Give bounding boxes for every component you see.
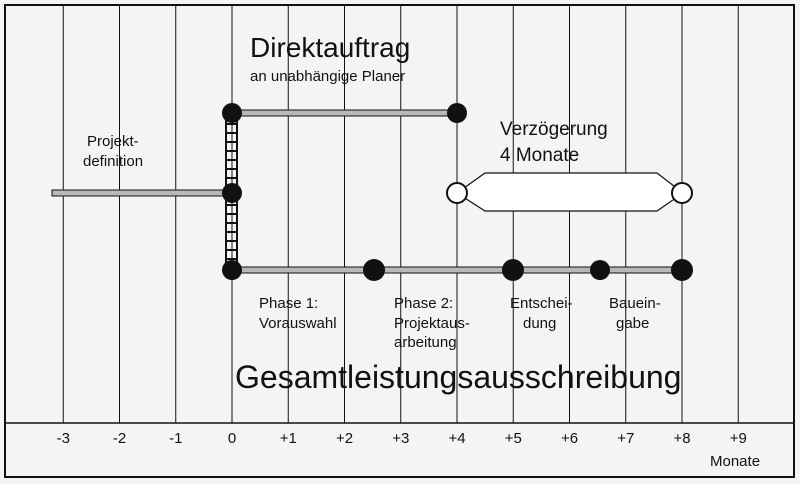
entscheidung-line2: dung xyxy=(523,315,556,332)
projekt-label-line2: definition xyxy=(83,153,143,170)
direktauftrag-bar xyxy=(231,109,458,117)
delay-arrow xyxy=(455,172,685,212)
milestone-dot xyxy=(222,183,242,203)
projektdefinition-bar xyxy=(51,189,233,197)
axis-tick-label: +9 xyxy=(730,430,747,447)
delay-end-circle xyxy=(671,182,693,204)
gesamtleistung-bar xyxy=(231,266,683,274)
subtitle-direktauftrag: an unabhängige Planer xyxy=(250,68,405,85)
milestone-dot xyxy=(590,260,610,280)
axis-tick-label: +3 xyxy=(392,430,409,447)
phase2-line2: Projektaus- xyxy=(394,315,470,332)
milestone-dot xyxy=(222,260,242,280)
baueingabe-line2: gabe xyxy=(616,315,649,332)
title-gesamtleistung: Gesamtleistungsausschreibung xyxy=(235,359,681,395)
axis-tick-label: +2 xyxy=(336,430,353,447)
delay-label-line1: Verzögerung xyxy=(500,119,608,140)
milestone-dot xyxy=(447,103,467,123)
milestone-dot xyxy=(222,103,242,123)
phase1-line1: Phase 1: xyxy=(259,295,318,312)
axis-tick-labels: -3 -2 -1 0 +1 +2 +3 +4 +5 +6 +7 +8 +9 xyxy=(57,430,747,447)
axis-tick-label: -2 xyxy=(113,430,126,447)
axis-tick-label: +7 xyxy=(617,430,634,447)
phase2-line3: arbeitung xyxy=(394,334,457,351)
baueingabe-line1: Bauein- xyxy=(609,295,661,312)
phase2-line1: Phase 2: xyxy=(394,295,453,312)
axis-tick-label: +5 xyxy=(505,430,522,447)
milestone-dot xyxy=(671,259,693,281)
frame xyxy=(4,4,795,478)
milestone-dot xyxy=(502,259,524,281)
axis-tick-label: -1 xyxy=(169,430,182,447)
projekt-label-line1: Projekt- xyxy=(87,133,139,150)
axis-tick-label: +4 xyxy=(448,430,465,447)
axis-tick-label: +1 xyxy=(280,430,297,447)
axis-tick-label: +6 xyxy=(561,430,578,447)
entscheidung-line1: Entschei- xyxy=(510,295,573,312)
title-direktauftrag: Direktauftrag xyxy=(250,32,410,63)
delay-start-circle xyxy=(446,182,468,204)
milestone-dot xyxy=(363,259,385,281)
axis-unit-label: Monate xyxy=(710,453,760,470)
axis-tick-label: +8 xyxy=(673,430,690,447)
axis-tick-label: 0 xyxy=(228,430,236,447)
grid-lines xyxy=(62,5,739,423)
phase1-line2: Vorauswahl xyxy=(259,315,337,332)
delay-label-line2: 4 Monate xyxy=(500,145,579,166)
axis-tick-label: -3 xyxy=(57,430,70,447)
